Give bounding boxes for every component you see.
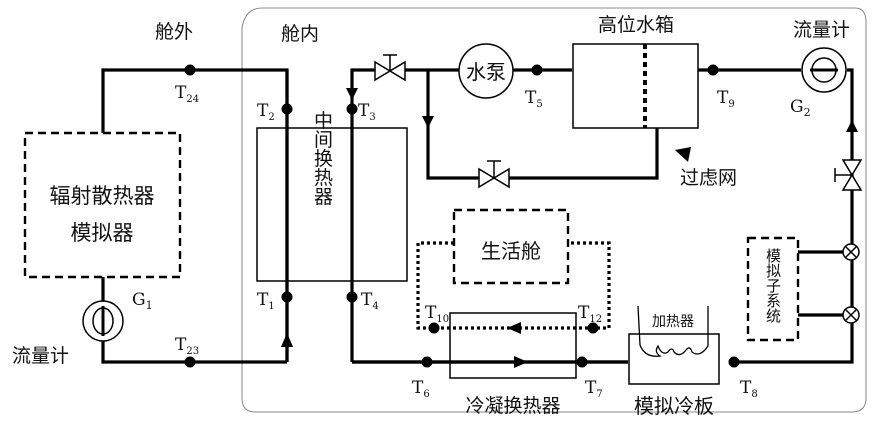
habitat-label: 生活舱: [481, 239, 541, 263]
sensor-label-t24: T24: [175, 83, 199, 105]
sensor-label-t5: T5: [525, 88, 543, 110]
valve-top-icon: [374, 54, 406, 82]
sensor-label-t6: T6: [412, 378, 430, 400]
svg-text:中间换热器: 中间换热器: [311, 110, 333, 205]
water-flow-arrow-icon: [514, 356, 528, 368]
pump-label: 水泵: [466, 60, 506, 84]
sensor-t1: [281, 291, 293, 303]
sensor-label-t10: T10: [425, 303, 449, 325]
sensor-t3: [346, 103, 358, 115]
sim-subsystem-label: 模拟子系统: [764, 248, 782, 324]
intermediate-hx-box: [256, 127, 408, 282]
sensor-label-t3: T3: [358, 101, 376, 123]
pipe-bypass-to-tank: [509, 128, 659, 180]
sensor-t23: [184, 356, 196, 368]
flow-arrow-right-up-icon: [846, 120, 858, 132]
sensor-label-t7: T7: [585, 378, 603, 400]
habitat-box: [452, 208, 570, 285]
valve-sim-top-icon: [842, 243, 860, 261]
flowmeter-right-label: 流量计: [793, 19, 850, 41]
sensor-t9: [707, 64, 719, 76]
sensor-t6: [421, 356, 433, 368]
tank-label: 高位水箱: [598, 14, 674, 36]
g2-label: G2: [790, 97, 811, 119]
sensor-t4: [346, 291, 358, 303]
outside-label: 舱外: [155, 21, 193, 43]
pipe-outer-bottom2: [101, 340, 287, 364]
inside-label: 舱内: [281, 23, 319, 45]
air-flow-arrow-icon: [507, 322, 521, 334]
pump-icon: [458, 43, 514, 99]
flowmeter-left-label: 流量计: [12, 345, 69, 367]
pipe-g2-right: [737, 68, 854, 364]
g1-label: G1: [132, 290, 153, 312]
cold-plate-label: 模拟冷板: [634, 394, 714, 418]
cabin-boundary: [241, 7, 867, 413]
filter-label: 过虑网: [680, 167, 737, 189]
sensor-label-t9: T9: [717, 88, 735, 110]
sensor-label-t23: T23: [175, 335, 199, 357]
sensor-t5: [531, 64, 543, 76]
sensor-label-t1: T1: [257, 290, 275, 312]
tank-box: [572, 43, 699, 129]
radiator-label-2: 模拟器: [71, 221, 134, 245]
condensing-hx-label: 冷凝换热器: [465, 395, 560, 417]
sensor-t10: [428, 322, 440, 334]
valve-right-icon: [834, 159, 863, 191]
cold-plate-box: [628, 333, 720, 385]
heater-coil-icon: [637, 305, 709, 357]
flowmeter-g2: [801, 47, 847, 93]
pipe-bypass: [426, 70, 479, 180]
flow-arrow-down-icon: [346, 88, 358, 100]
valve-bypass-icon: [478, 160, 510, 189]
valve-sim-bottom-icon: [842, 306, 860, 324]
radiator-simulator-box: [23, 131, 182, 279]
sensor-t24: [184, 64, 196, 76]
intermediate-hx-label: 中间换热器: [311, 110, 333, 205]
condensing-hx-box: [449, 312, 577, 379]
pipe-inner-left: [350, 68, 375, 362]
sensor-t8: [728, 356, 740, 368]
sensor-t2: [281, 103, 293, 115]
sensor-label-t2: T2: [257, 101, 275, 123]
flow-arrow-bypass-icon: [422, 116, 434, 128]
sensor-t7: [576, 356, 588, 368]
sensor-label-t4: T4: [361, 290, 379, 312]
sensor-label-t8: T8: [740, 378, 758, 400]
sensor-label-t12: T12: [578, 303, 602, 325]
sim-subsystem-box: [746, 236, 800, 342]
flowmeter-g1: [82, 300, 124, 342]
radiator-label-1: 辐射散热器: [50, 184, 155, 208]
sensor-t12: [587, 322, 599, 334]
heater-label: 加热器: [652, 314, 694, 330]
filter-pointer-icon: [675, 147, 691, 162]
